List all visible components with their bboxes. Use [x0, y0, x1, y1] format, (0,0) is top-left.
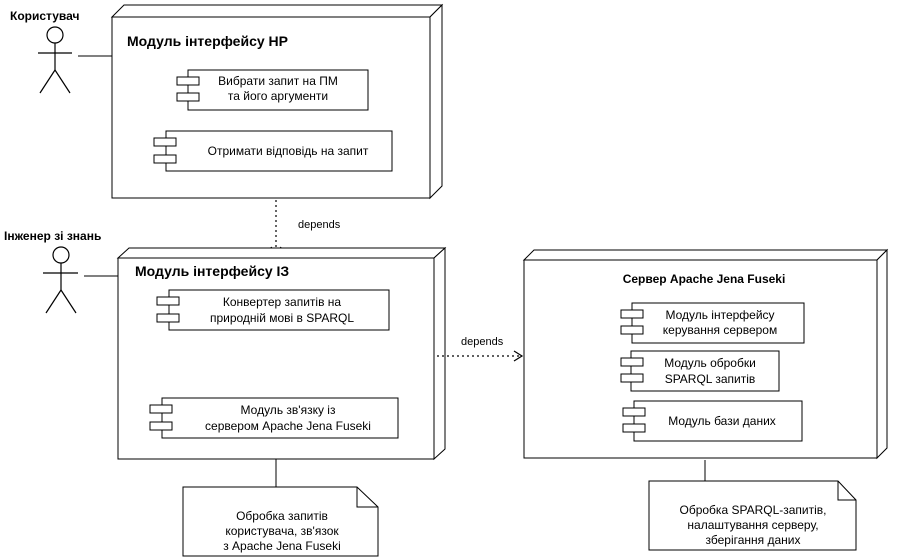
note-server-line-3: зберігання даних — [706, 533, 801, 547]
dependency-nl-to-ke — [270, 200, 282, 257]
note-ke-line-2: користувача, зв'язок — [225, 524, 339, 538]
node-ke-interface-title: Модуль інтерфейсу ІЗ — [135, 263, 289, 279]
component-choose-query-label-1: Вибрати запит на ПМ — [218, 74, 338, 88]
component-sparql-processing-label-2: SPARQL запитів — [665, 372, 756, 386]
component-server-link-label-1: Модуль зв'язку із — [241, 403, 336, 417]
actor-engineer-icon — [43, 246, 78, 314]
component-converter — [156, 289, 390, 331]
actor-user-icon — [38, 26, 72, 94]
component-converter-label-1: Конвертер запитів на — [223, 295, 342, 309]
actor-engineer-label: Інженер зі знань — [4, 229, 101, 243]
dependency-ke-to-server-label: depends — [461, 336, 504, 348]
note-ke — [182, 486, 379, 557]
component-server-link — [149, 397, 399, 439]
component-get-response-label: Отримати відповідь на запит — [208, 144, 369, 158]
note-server — [648, 480, 857, 551]
note-server-line-2: налаштування серверу, — [687, 518, 818, 532]
component-database-label: Модуль бази даних — [668, 414, 776, 428]
component-converter-label-2: природній мові в SPARQL — [210, 311, 354, 325]
component-choose-query — [176, 69, 369, 111]
actor-user: Користувач — [10, 9, 79, 94]
component-server-control-label-2: керування сервером — [663, 323, 777, 337]
actor-user-label: Користувач — [10, 9, 79, 23]
dependency-ke-to-server — [437, 350, 524, 362]
node-server-title: Сервер Apache Jena Fuseki — [623, 272, 786, 286]
component-database — [622, 400, 803, 442]
actor-engineer: Інженер зі знань — [4, 229, 101, 314]
component-choose-query-label-2: та його аргументи — [228, 89, 328, 103]
component-sparql-processing-label-1: Модуль обробки — [664, 356, 756, 370]
component-server-control — [620, 302, 805, 344]
note-ke-line-1: Обробка запитів — [236, 509, 328, 523]
node-nl-interface-title: Модуль інтерфейсу НР — [127, 33, 288, 49]
component-sparql-processing — [620, 350, 780, 392]
note-ke-line-3: з Apache Jena Fuseki — [223, 539, 341, 553]
dependency-nl-to-ke-label: depends — [298, 219, 341, 231]
component-server-link-label-2: сервером Apache Jena Fuseki — [205, 419, 371, 433]
note-server-line-1: Обробка SPARQL-запитів, — [680, 503, 827, 517]
component-get-response — [153, 130, 393, 172]
component-server-control-label-1: Модуль інтерфейсу — [665, 308, 774, 322]
